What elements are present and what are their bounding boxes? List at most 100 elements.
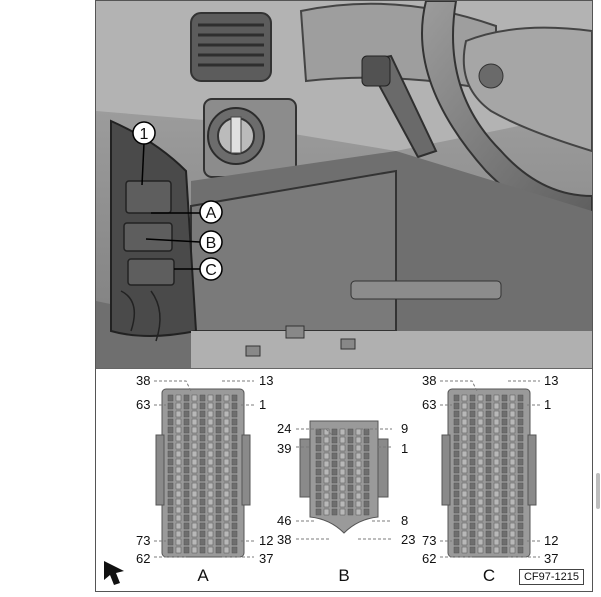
connector-pin <box>339 444 346 452</box>
connector-pin <box>175 434 182 442</box>
connector-pin <box>175 498 182 506</box>
connector-pin <box>183 498 190 506</box>
connector-pin <box>453 434 460 442</box>
connector-pin <box>183 442 190 450</box>
connector-pin <box>207 418 214 426</box>
connector-pin <box>517 426 524 434</box>
connector-pin <box>199 546 206 554</box>
connector-pin <box>485 458 492 466</box>
connector-pin <box>493 474 500 482</box>
connector-pin <box>191 538 198 546</box>
connector-c-pin-73: 73 <box>422 533 436 548</box>
connector-pin <box>461 546 468 554</box>
connector-pin <box>315 436 322 444</box>
connector-pin <box>323 436 330 444</box>
connector-pin <box>453 538 460 546</box>
connector-pin <box>215 490 222 498</box>
connector-pin <box>167 498 174 506</box>
connector-pin <box>323 484 330 492</box>
connector-pin <box>477 506 484 514</box>
connector-pin <box>347 428 354 436</box>
connector-pin <box>223 402 230 410</box>
connector-pin <box>509 474 516 482</box>
connector-pin <box>175 490 182 498</box>
connector-pin <box>175 394 182 402</box>
connector-pin <box>477 458 484 466</box>
connector-pin <box>517 530 524 538</box>
connector-pin <box>207 546 214 554</box>
connector-pin <box>167 482 174 490</box>
connector-pin <box>339 500 346 508</box>
connector-pin <box>331 428 338 436</box>
connector-pin <box>347 444 354 452</box>
connector-pin <box>453 466 460 474</box>
connector-pin <box>191 418 198 426</box>
connector-pin <box>501 506 508 514</box>
connector-pin <box>493 450 500 458</box>
connector-pin <box>207 434 214 442</box>
connector-pin <box>231 418 238 426</box>
connector-pin <box>469 506 476 514</box>
connector-pin <box>469 434 476 442</box>
connector-pin <box>207 530 214 538</box>
connector-pin <box>207 538 214 546</box>
connector-pin <box>183 538 190 546</box>
connector-pin <box>183 410 190 418</box>
connector-a-pin-38: 38 <box>136 373 150 388</box>
connector-pin <box>223 490 230 498</box>
connector-b-pin-39: 39 <box>277 441 291 456</box>
connector-pin <box>509 506 516 514</box>
connector-pin <box>485 490 492 498</box>
connector-b-pin-23: 23 <box>401 532 415 547</box>
connector-pin <box>207 426 214 434</box>
connector-pin <box>215 514 222 522</box>
connector-pin <box>215 498 222 506</box>
connector-pin <box>509 490 516 498</box>
connector-pin <box>493 442 500 450</box>
dashboard-illustration: 1 A B C <box>96 1 592 368</box>
connector-pin <box>231 538 238 546</box>
connector-pin <box>469 450 476 458</box>
connector-pin <box>355 460 362 468</box>
connector-pin <box>477 538 484 546</box>
connector-pin <box>175 474 182 482</box>
scrollbar-thumb[interactable] <box>596 473 600 509</box>
callout-b: B <box>199 230 223 254</box>
connector-pin <box>509 394 516 402</box>
connector-pin <box>517 498 524 506</box>
connector-pin <box>167 450 174 458</box>
connector-pin <box>175 466 182 474</box>
connector-pin <box>501 514 508 522</box>
connector-pin <box>347 476 354 484</box>
connector-pin <box>231 450 238 458</box>
connector-pin <box>363 468 370 476</box>
connector-pin <box>167 402 174 410</box>
connector-pin <box>509 522 516 530</box>
connector-pin <box>509 538 516 546</box>
connector-pin <box>323 492 330 500</box>
connector-pin <box>323 444 330 452</box>
light-switch <box>203 98 297 178</box>
connector-pin <box>517 466 524 474</box>
connector-pin <box>167 394 174 402</box>
connector-pin <box>167 538 174 546</box>
connector-pin <box>215 458 222 466</box>
connector-pin <box>231 530 238 538</box>
connector-pin <box>485 514 492 522</box>
connector-pin <box>509 442 516 450</box>
connector-pin <box>207 482 214 490</box>
connector-pin <box>339 508 346 516</box>
connector-pin <box>501 546 508 554</box>
connector-pin <box>355 476 362 484</box>
connector-pin <box>223 530 230 538</box>
connector-pin <box>355 428 362 436</box>
connector-pin <box>315 460 322 468</box>
connector-pin <box>215 474 222 482</box>
connector-pin <box>453 402 460 410</box>
connector-pin <box>493 530 500 538</box>
connector-a-pin-73: 73 <box>136 533 150 548</box>
connector-pin <box>363 460 370 468</box>
connector-pin <box>315 492 322 500</box>
connector-pin <box>517 402 524 410</box>
connector-pin <box>167 442 174 450</box>
